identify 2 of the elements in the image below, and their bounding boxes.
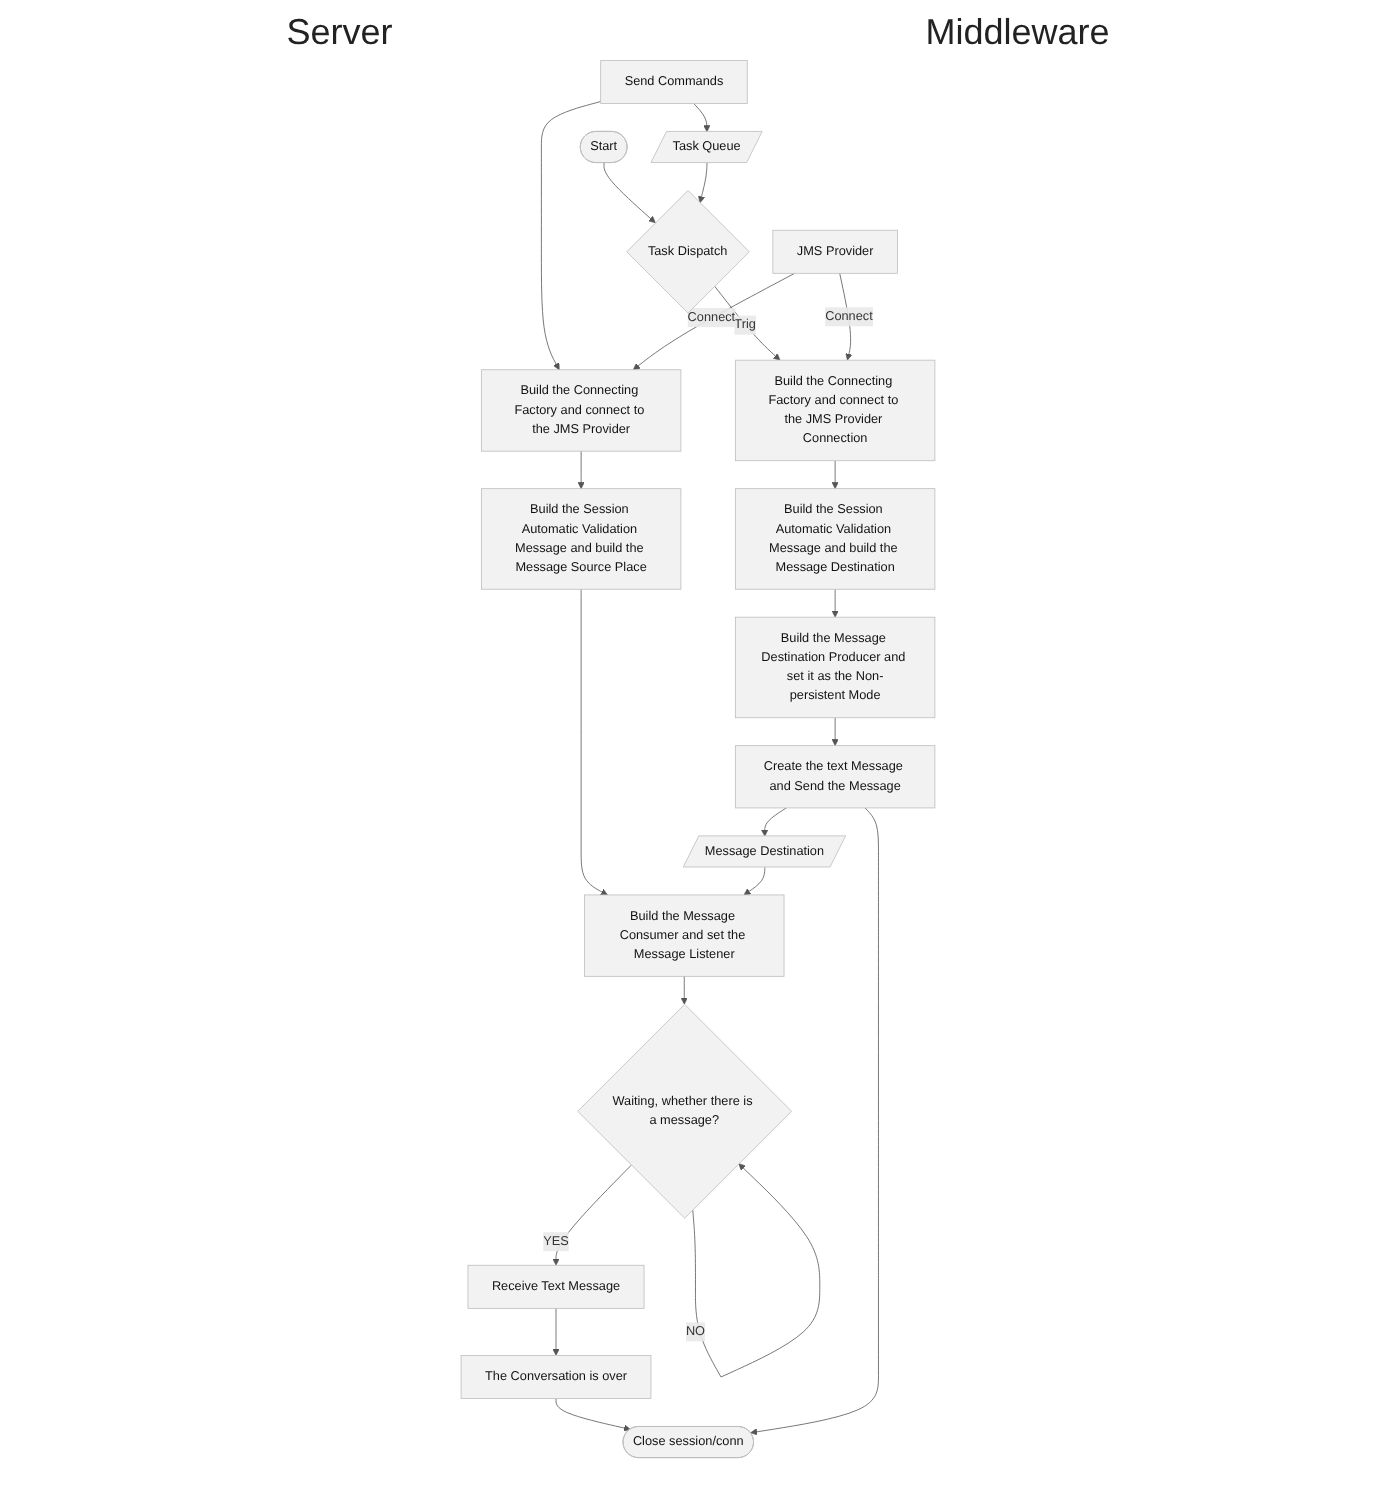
column-heading: Middleware	[925, 12, 1110, 54]
column-heading: Server	[286, 12, 393, 54]
